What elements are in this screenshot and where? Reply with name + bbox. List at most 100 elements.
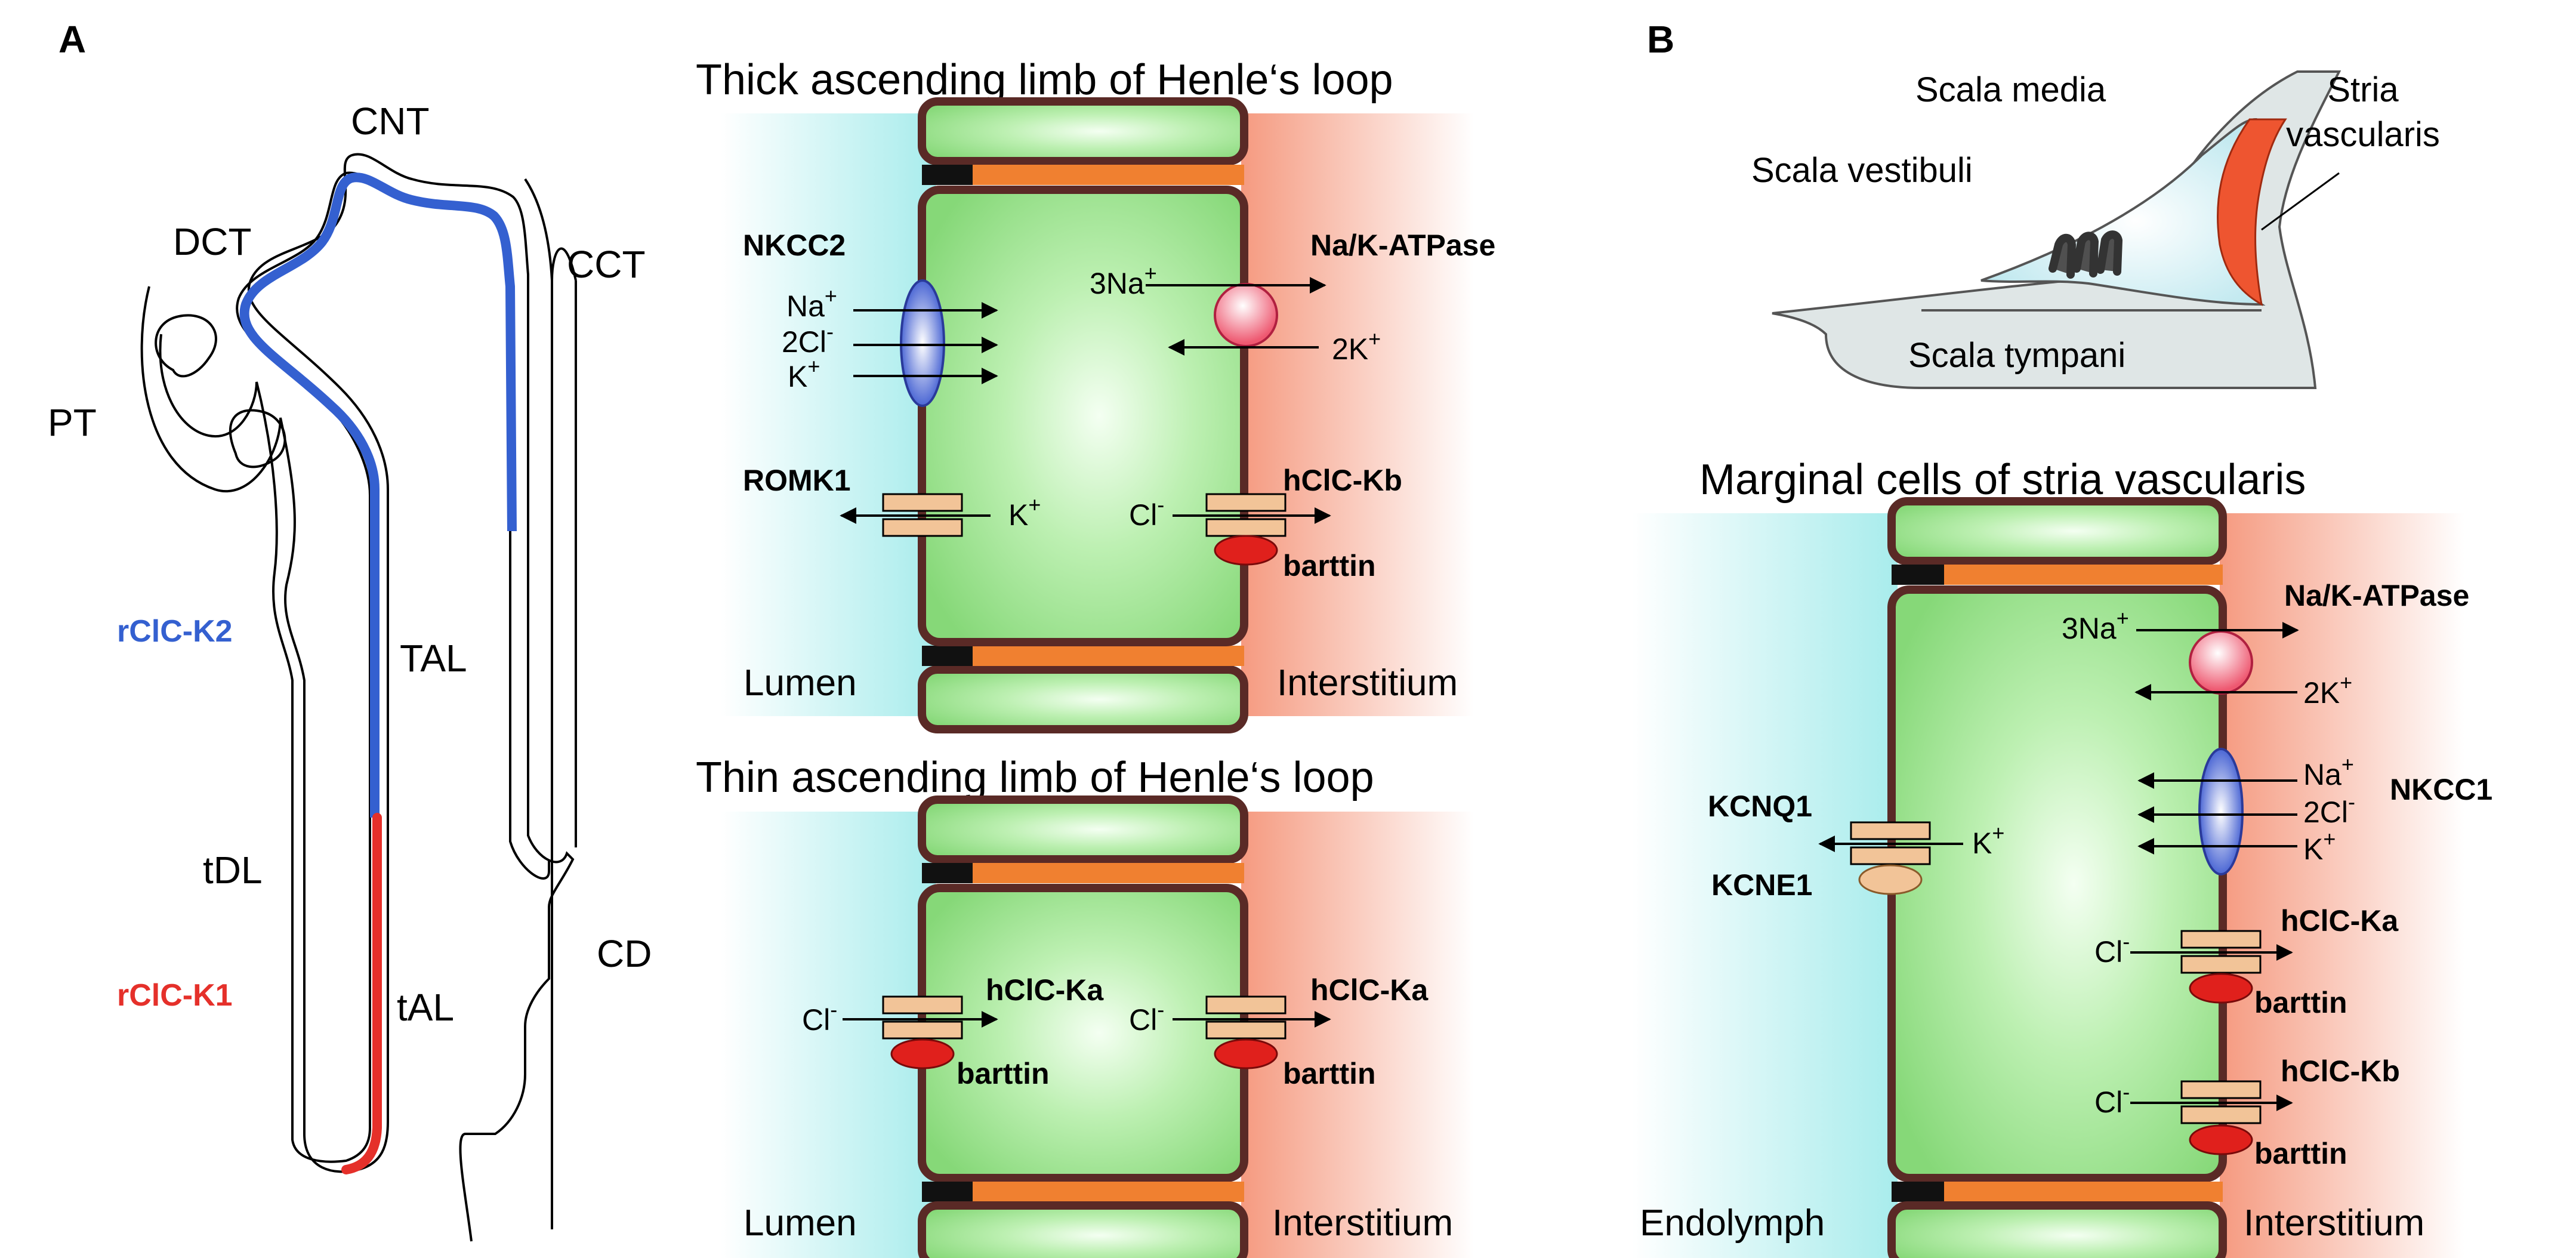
hclcka-label-marginal: hClC-Ka	[2281, 904, 2399, 938]
hclckb-cl-thick: Cl-	[1129, 492, 1164, 532]
kcnq1-k: K+	[1972, 821, 2004, 860]
nak-atpase-pump-thick[interactable]	[1214, 283, 1278, 347]
scala-vestibuli-label: Scala vestibuli	[1751, 151, 1973, 190]
nak-atpase-label-marginal: Na/K-ATPase	[2284, 579, 2469, 612]
label-tdl: tDL	[203, 849, 263, 892]
nkcc1-k: K+	[2303, 827, 2336, 866]
romk1-k: K+	[1008, 492, 1041, 532]
thick-tight-junction-bottom	[922, 646, 973, 666]
panel-b-letter: B	[1647, 18, 1674, 61]
thick-interstitium-bg	[1241, 113, 1474, 716]
stria-label-line2: vascularis	[2286, 115, 2440, 154]
nkcc2-na: Na+	[786, 283, 837, 323]
thin-tight-junction-top	[922, 863, 973, 883]
label-cnt: CNT	[351, 100, 430, 143]
label-rclck1: rClC-K1	[117, 978, 233, 1013]
hclcka-baso-cl: Cl-	[1129, 997, 1164, 1037]
hclcka-channel-top-marginal[interactable]	[2180, 930, 2262, 949]
romk1-channel-top[interactable]	[882, 493, 963, 512]
hclcka-baso-label: hClC-Ka	[1310, 973, 1429, 1007]
thick-cell-top	[918, 97, 1248, 165]
stria-label-line1: Stria	[2327, 70, 2399, 109]
kcne1-subunit[interactable]	[1858, 864, 1923, 895]
nkcc1-transporter[interactable]	[2198, 748, 2244, 875]
nephron-inner-outline	[159, 171, 550, 1163]
thin-limb-title: Thin ascending limb of Henle‘s loop	[696, 754, 1374, 801]
pt-inner-loop	[229, 409, 286, 468]
panel-a-letter: A	[58, 18, 86, 61]
thin-limb-panel: Thin ascending limb of Henle‘s loop Cl- …	[696, 754, 1474, 1258]
kcnq1-channel-top[interactable]	[1850, 821, 1931, 840]
nkcc2-transporter[interactable]	[900, 279, 945, 407]
hclckb-channel-top-thick[interactable]	[1205, 493, 1287, 512]
thin-cell-bottom	[918, 1201, 1248, 1258]
marginal-cell-bottom	[1887, 1201, 2227, 1258]
thick-lateral-space-bottom	[973, 646, 1244, 666]
nephron-diagram: CNT DCT CCT PT TAL tDL tAL CD rClC-K2 rC…	[48, 100, 652, 1242]
marginal-cell-top	[1887, 497, 2227, 565]
nkcc2-k: K+	[788, 354, 820, 393]
thick-lumen-bg	[721, 113, 936, 716]
stria-vascularis-region[interactable]	[2217, 118, 2287, 306]
barttin-apical-label: barttin	[957, 1057, 1050, 1090]
marginal-lateral-space-top	[1944, 565, 2223, 585]
hclckb-label-thick: hClC-Kb	[1283, 464, 1402, 497]
nak-atpase-pump-marginal[interactable]	[2189, 630, 2253, 695]
hclcka-apical-bottom[interactable]	[882, 1020, 963, 1040]
thin-cell-top	[918, 796, 1248, 864]
stria-pointer	[2261, 172, 2340, 231]
collecting-duct	[524, 178, 577, 1229]
hclcka-apical-label: hClC-Ka	[986, 973, 1104, 1007]
marginal-lateral-space-bottom	[1944, 1182, 2223, 1202]
hclckb-label-marginal: hClC-Kb	[2281, 1054, 2400, 1088]
label-cct: CCT	[567, 243, 646, 286]
nkcc2-label: NKCC2	[743, 229, 846, 262]
barttin-baso-label: barttin	[1283, 1057, 1376, 1090]
rclck2-segment[interactable]	[239, 172, 517, 818]
rclck1-segment[interactable]	[341, 813, 382, 1174]
barttin-thick[interactable]	[1214, 535, 1278, 566]
hclckb-channel-bottom-marginal[interactable]	[2180, 1105, 2262, 1124]
marginal-interstitium-bg	[2220, 513, 2464, 1258]
scala-media-label: Scala media	[1915, 70, 2106, 109]
thick-lateral-space-top	[973, 165, 1244, 185]
endolymph-label: Endolymph	[1640, 1202, 1825, 1244]
pump-2k-marginal: 2K+	[2303, 670, 2352, 710]
nephron-outline	[140, 153, 575, 1242]
thick-interstitium-label: Interstitium	[1277, 662, 1458, 704]
label-tal-thin: tAL	[397, 986, 454, 1029]
thin-tight-junction-bottom	[922, 1182, 973, 1202]
marginal-title: Marginal cells of stria vascularis	[1699, 456, 2306, 504]
kcne1-label: KCNE1	[1711, 868, 1812, 902]
thick-limb-title: Thick ascending limb of Henle‘s loop	[696, 56, 1393, 104]
barttin-a-marginal[interactable]	[2189, 973, 2253, 1004]
romk1-channel-bottom[interactable]	[882, 518, 963, 537]
hclcka-baso-top[interactable]	[1205, 995, 1287, 1015]
kcnq1-channel-bottom[interactable]	[1850, 846, 1931, 865]
hclcka-channel-bottom-marginal[interactable]	[2180, 955, 2262, 974]
marginal-tight-junction-bottom	[1892, 1182, 1944, 1202]
hclckb-channel-top-marginal[interactable]	[2180, 1080, 2262, 1099]
hclcka-baso-bottom[interactable]	[1205, 1020, 1287, 1040]
barttin-label-thick: barttin	[1283, 549, 1376, 582]
hclcka-apical-cl: Cl-	[802, 997, 837, 1037]
thick-tight-junction-top	[922, 165, 973, 185]
barttin-b-marginal[interactable]	[2189, 1124, 2253, 1155]
label-pt: PT	[48, 401, 97, 444]
nkcc2-cl: 2Cl-	[782, 319, 834, 359]
barttin-a-label-marginal: barttin	[2254, 986, 2347, 1019]
kcnq1-label: KCNQ1	[1708, 790, 1812, 823]
marginal-interstitium-label: Interstitium	[2244, 1202, 2424, 1244]
barttin-apical[interactable]	[890, 1038, 955, 1069]
romk1-label: ROMK1	[743, 464, 851, 497]
scala-tympani-label: Scala tympani	[1908, 336, 2125, 375]
hclckb-channel-bottom-thick[interactable]	[1205, 518, 1287, 537]
nkcc1-na: Na+	[2303, 752, 2354, 791]
barttin-baso[interactable]	[1214, 1038, 1278, 1069]
pump-3na-thick: 3Na+	[1090, 261, 1157, 300]
thick-cell-bottom	[918, 665, 1248, 733]
pump-3na-marginal: 3Na+	[2062, 606, 2129, 645]
thin-lateral-space-bottom	[973, 1182, 1244, 1202]
thick-cell	[918, 186, 1248, 646]
hclcka-apical-top[interactable]	[882, 995, 963, 1015]
